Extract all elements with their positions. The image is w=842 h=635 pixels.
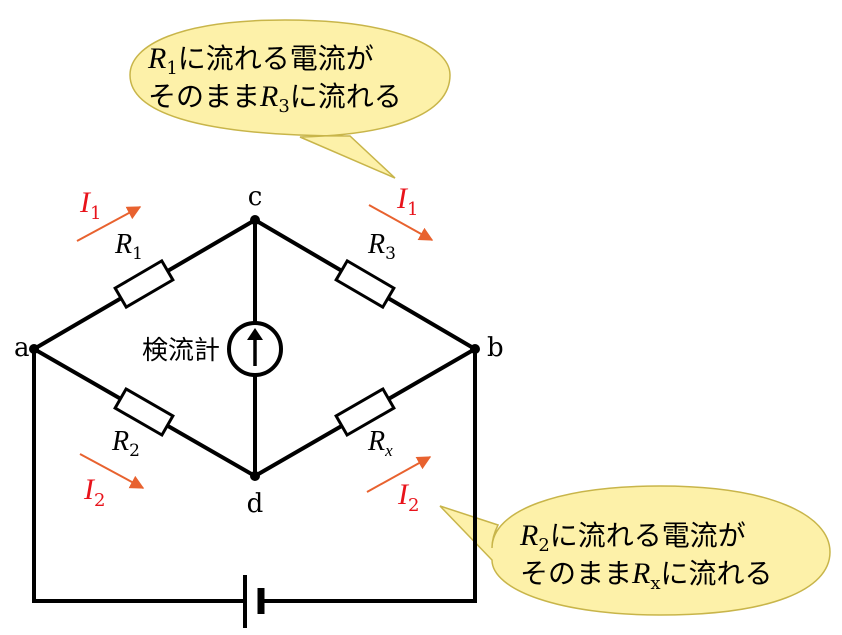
resistor-rx (334, 386, 396, 438)
resistor-label-r1: R1 (114, 229, 143, 264)
current-arrow-i1-right (368, 204, 434, 241)
current-label-i2-left: I2 (83, 473, 105, 511)
node-dots (29, 215, 480, 481)
node-c-dot (250, 215, 260, 225)
node-label-c: c (248, 182, 263, 212)
current-label-i2-right: I2 (397, 478, 419, 516)
node-d-dot (250, 471, 260, 481)
current-arrow-i2-left (79, 453, 145, 489)
galvanometer-label: 検流計 (142, 336, 220, 366)
resistor-r1 (113, 258, 175, 310)
callout-top: R1に流れる電流が そのままR3に流れる (129, 19, 451, 179)
resistor-label-rx: Rx (367, 426, 393, 460)
galvanometer (227, 321, 283, 377)
node-a-dot (29, 344, 39, 354)
node-label-b: b (487, 333, 504, 363)
current-arrows (76, 204, 434, 493)
arrow-up-icon (247, 328, 263, 340)
callout-bottom-line1: R2に流れる電流が (519, 519, 746, 556)
callout-bottom-line2: そのままRxに流れる (520, 557, 773, 594)
node-label-d: d (247, 489, 264, 519)
node-b-dot (470, 344, 480, 354)
wire-a-battery (32, 347, 245, 603)
node-label-a: a (14, 333, 30, 363)
current-label-i1-left: I1 (79, 186, 101, 224)
battery (243, 575, 265, 628)
resistor-label-r3: R3 (367, 229, 396, 264)
callout-bottom: R2に流れる電流が そのままRxに流れる (439, 485, 831, 616)
resistor-r2 (113, 386, 175, 438)
wires (32, 218, 477, 603)
current-arrow-i2-right (366, 456, 432, 493)
current-arrow-i1-left (76, 206, 142, 242)
wire-b-battery (260, 347, 477, 603)
callout-top-line1: R1に流れる電流が (147, 42, 374, 79)
resistor-label-r2: R2 (111, 426, 140, 461)
resistor-r3 (334, 258, 396, 310)
callout-top-line2: そのままR3に流れる (148, 80, 402, 117)
current-label-i1-right: I1 (396, 182, 418, 220)
